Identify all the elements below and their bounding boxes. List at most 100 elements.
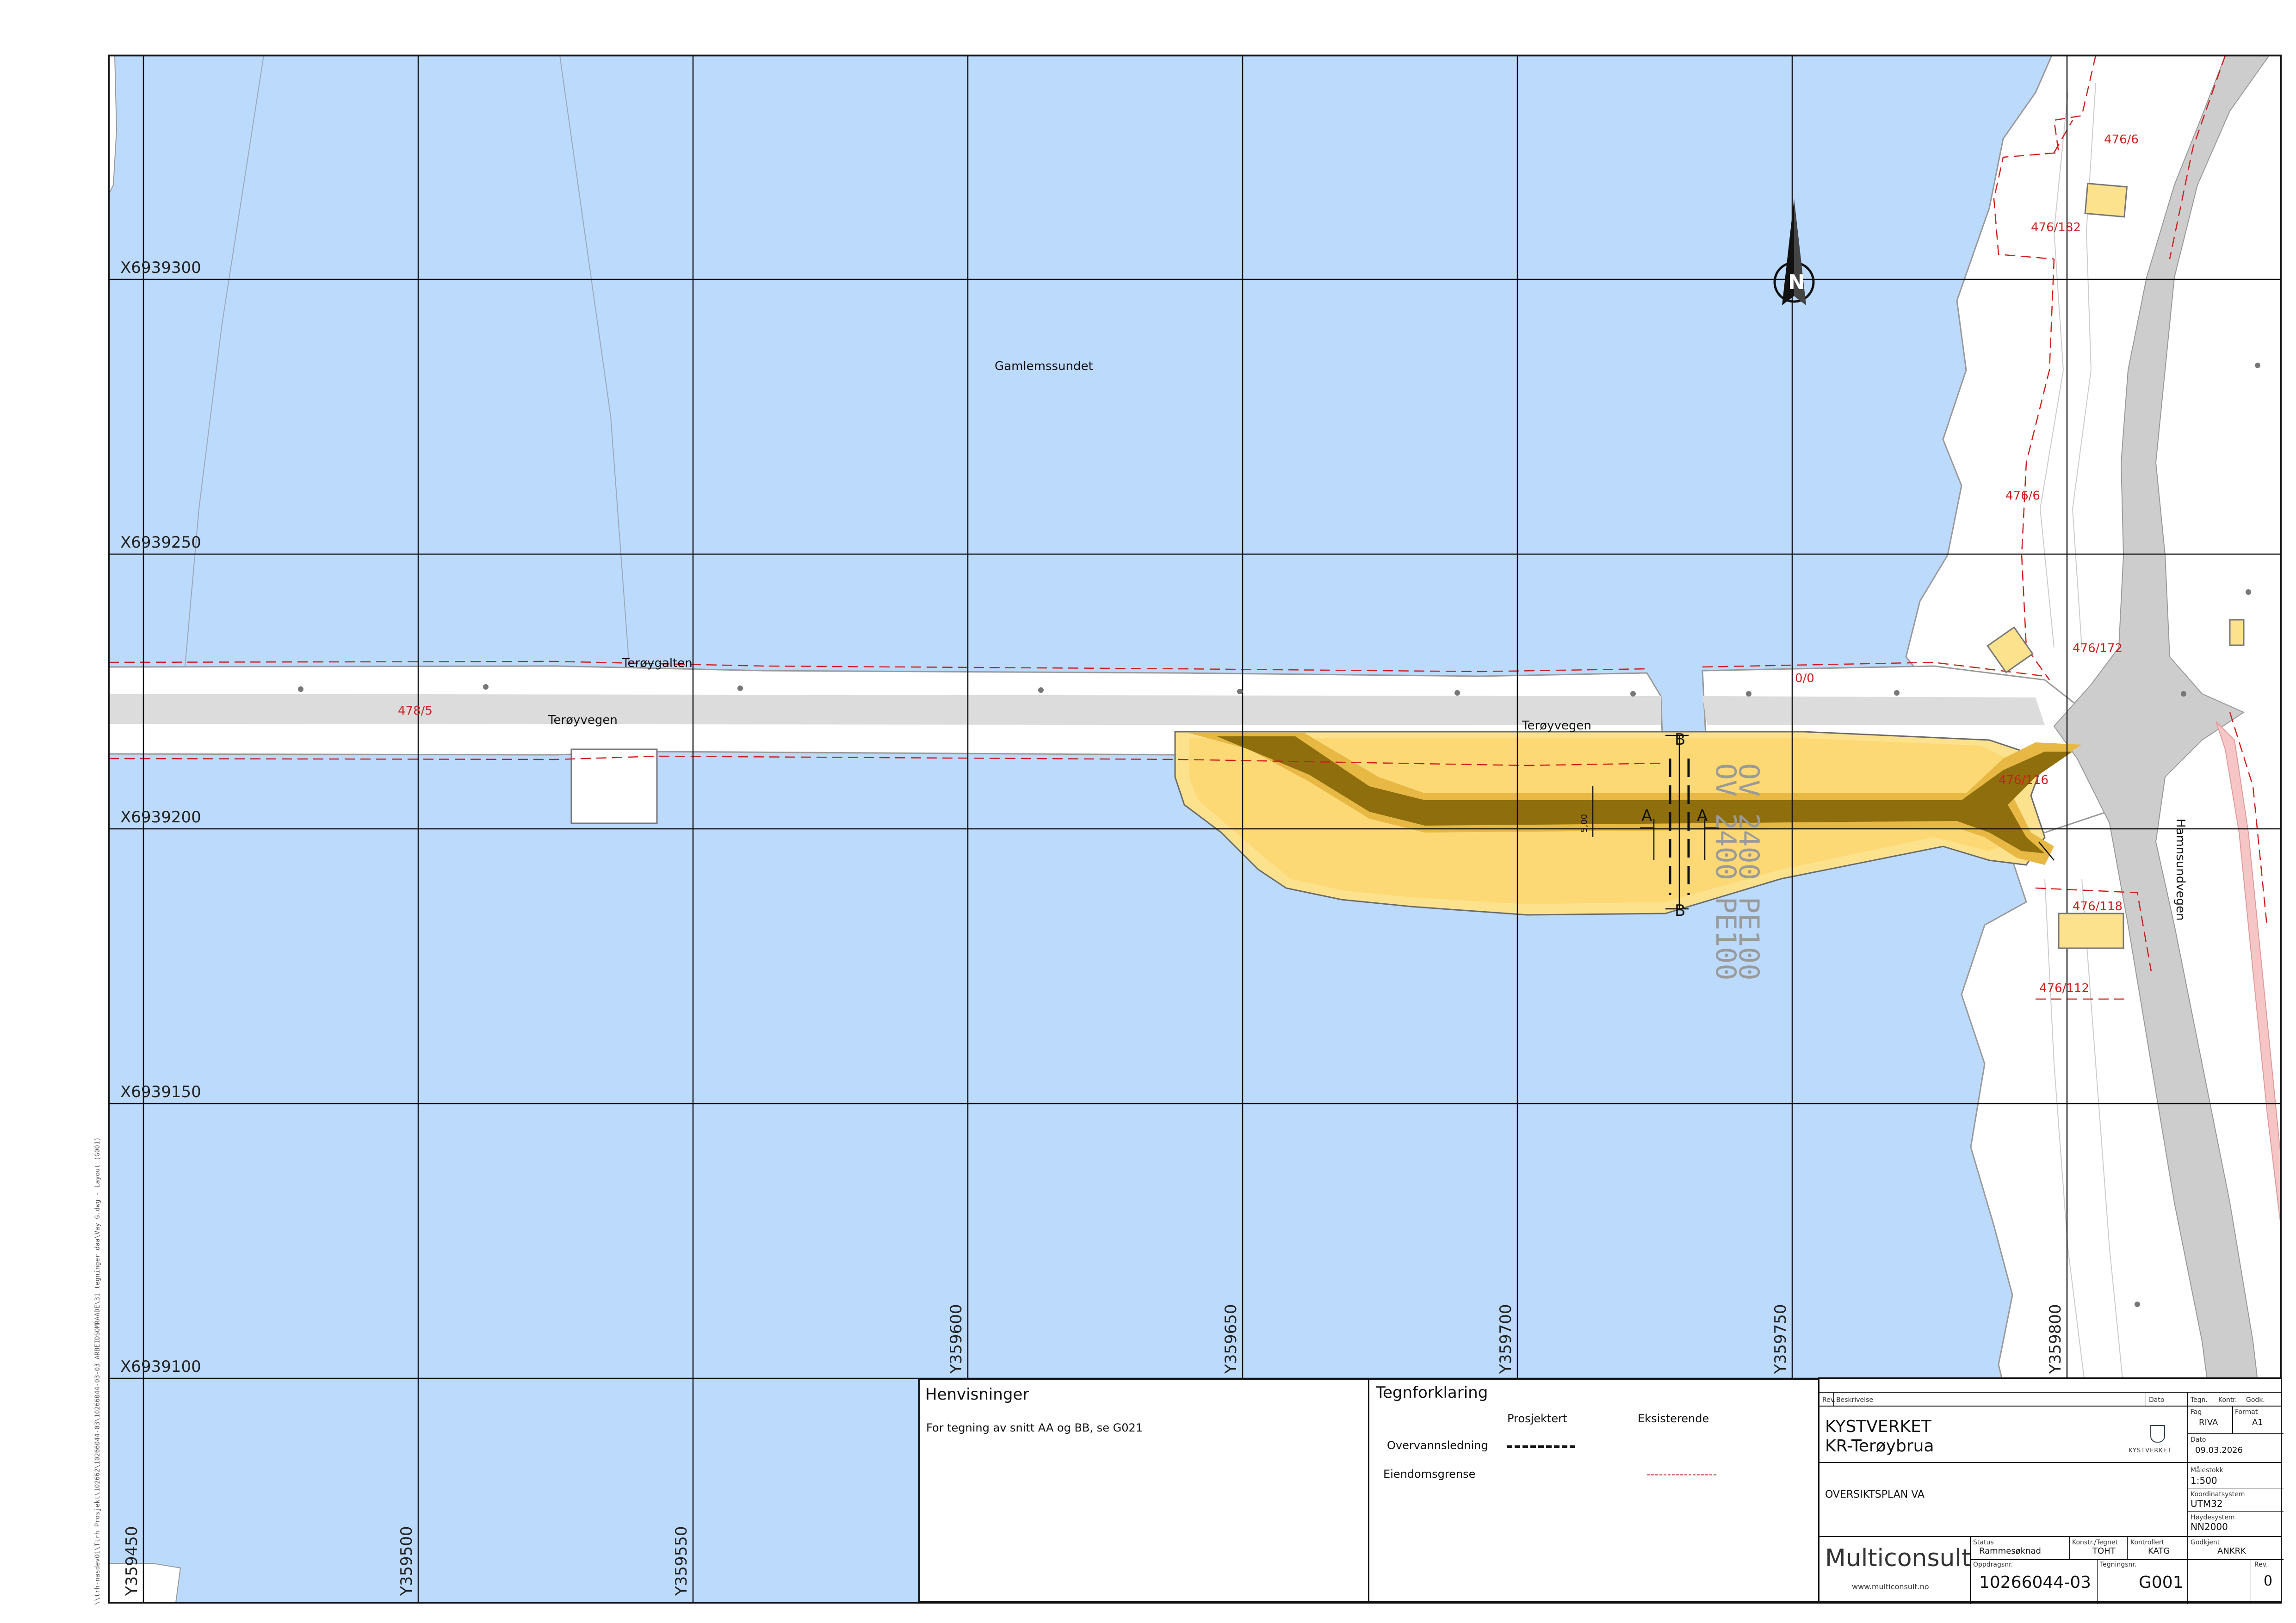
tb-approved: ANKRK [2217,1546,2246,1556]
tb-head-approved: Godk. [2246,1396,2265,1404]
tb-status: Rammesøknad [1979,1546,2041,1556]
north-arrow-icon: N [1773,199,1815,305]
svg-text:N: N [1788,271,1805,294]
tb-logo-text: KYSTVERKET [2129,1447,2172,1454]
dimension-label: 5,00 [1579,814,1589,833]
depth-line [185,56,264,666]
land-west [109,56,118,195]
tb-fag: RIVA [2199,1418,2218,1427]
pier [570,748,658,824]
tb-format-label: Format [2235,1408,2258,1416]
section-mark-b: B [1675,901,1685,920]
tb-scale: 1:500 [2191,1475,2217,1486]
references-box: Henvisninger For tegning av snitt AA og … [918,1378,1369,1603]
place-label-islet: Terøygalten [622,656,693,670]
tb-client: KYSTVERKET [1825,1417,1931,1436]
road-label-main: Hamnsundvegen [2173,819,2187,921]
contour-line [2039,92,2068,648]
buildings [1987,183,2245,949]
tb-date-label: Dato [2191,1436,2206,1444]
grid-label-y: Y359700 [1497,1304,1515,1374]
plot-label: 476/6 [2104,133,2139,147]
kystverket-logo-icon [2150,1425,2165,1443]
tb-project-no: 10266044-03 [1979,1573,2092,1592]
tb-drawing-title: OVERSIKTSPLAN VA [1825,1489,1925,1500]
tb-drawing-no: G001 [2139,1573,2184,1592]
legend-planned-pipe-symbol [1507,1445,1575,1448]
title-block: Rev. Beskrivelse Dato Tegn. Kontr. Godk.… [1818,1377,2284,1604]
tb-height-label: Høydesystem [2191,1514,2235,1521]
tb-revision-label: Rev. [2254,1561,2268,1568]
footpath [2216,721,2281,1226]
plot-label: 478/5 [398,704,433,718]
plot-label: 476/6 [2005,489,2040,503]
tb-head-date: Dato [2149,1396,2165,1404]
tb-date: 09.03.2026 [2195,1445,2243,1455]
tb-head-checked: Kontr. [2218,1396,2237,1404]
pipe-corridor [1217,736,2073,853]
legend-title: Tegnforklaring [1376,1383,1488,1402]
grid-label-y: Y359550 [672,1526,691,1596]
tb-approved-label: Godkjent [2191,1539,2220,1546]
tb-fag-label: Fag [2191,1408,2202,1416]
grid-label-y: Y359750 [1771,1304,1790,1374]
references-title: Henvisninger [925,1385,1029,1404]
section-mark-b: B [1675,730,1685,749]
tb-controlled: KATG [2148,1546,2170,1556]
contour-line [2044,878,2092,1434]
grid-label-y: Y359800 [2046,1304,2065,1374]
references-text: For tegning av snitt AA og BB, se G021 [926,1421,1143,1434]
tb-project: KR-Terøybrua [1825,1437,1934,1456]
grid-label-x: X6939300 [120,259,201,277]
tb-scale-label: Målestokk [2191,1467,2223,1474]
grid-label-y: Y359650 [1222,1304,1240,1374]
grid-label-y: Y359600 [947,1304,965,1374]
grid-label-y: Y359450 [123,1526,141,1596]
grid-label-x: X6939200 [120,808,201,827]
pipe-corridor-border [1189,733,2082,865]
place-label-sound: Gamlemssundet [995,359,1093,373]
tb-drawing-no-label: Tegningsnr. [2100,1561,2137,1568]
tb-head-drawn: Tegn. [2191,1396,2208,1404]
grid-label-x: X6939150 [120,1083,201,1101]
plot-label: 476/112 [2039,981,2089,995]
section-lines [1592,734,2055,910]
road-teroyvegen-west [109,694,1661,725]
legend-row-label: Eiendomsgrense [1383,1468,1476,1481]
pipe-label: OV 2400 PE100 [1733,763,1765,981]
plot-label: 476/172 [2073,642,2123,655]
file-path-label: \\trh-nasdevO1\Ttrh_Prosjekt\102662\1026… [94,1137,101,1605]
survey-points [298,363,2260,1307]
legend-box: Tegnforklaring Prosjektert Eksisterende … [1368,1378,1828,1603]
road-label-west: Terøyvegen [548,713,618,727]
plot-label: 476/118 [2073,900,2123,913]
tb-format: A1 [2252,1418,2263,1427]
tb-designed-label: Konstr./Tegnet [2072,1539,2118,1546]
contour-line [2081,878,2129,1434]
grid-label-x: X6939100 [120,1358,201,1376]
tb-height: NN2000 [2191,1521,2228,1532]
tb-designed: TOHT [2092,1546,2116,1556]
tb-project-no-label: Oppdragsnr. [1973,1561,2013,1568]
land-southwest [109,1563,181,1603]
drawing-frame [108,55,2282,1604]
depth-line [559,56,630,666]
section-mark-a: A [1697,807,1708,825]
tb-coord: UTM32 [2191,1498,2223,1509]
legend-col-existing: Eksisterende [1638,1412,1709,1425]
tb-website: www.multiconsult.no [1852,1582,1929,1591]
legend-row-label: Overvannsledning [1387,1439,1488,1452]
road-label-east: Terøyvegen [1522,719,1591,733]
plot-label: 0/0 [1795,672,1814,685]
tb-head-desc: Beskrivelse [1836,1396,1873,1404]
tb-status-label: Status [1973,1539,1994,1546]
legend-existing-boundary-symbol [1647,1474,1716,1475]
pipe-existing-dashed [1669,759,1690,895]
tb-head-rev: Rev. [1822,1396,1836,1404]
tb-company-logo: Multiconsult [1825,1544,1971,1572]
tb-controlled-label: Kontrollert [2130,1539,2165,1546]
plot-label: 476/116 [1999,773,2048,787]
plot-label: 476/182 [2031,221,2081,235]
pipe-label: OV 2400 PE100 [1709,763,1742,981]
